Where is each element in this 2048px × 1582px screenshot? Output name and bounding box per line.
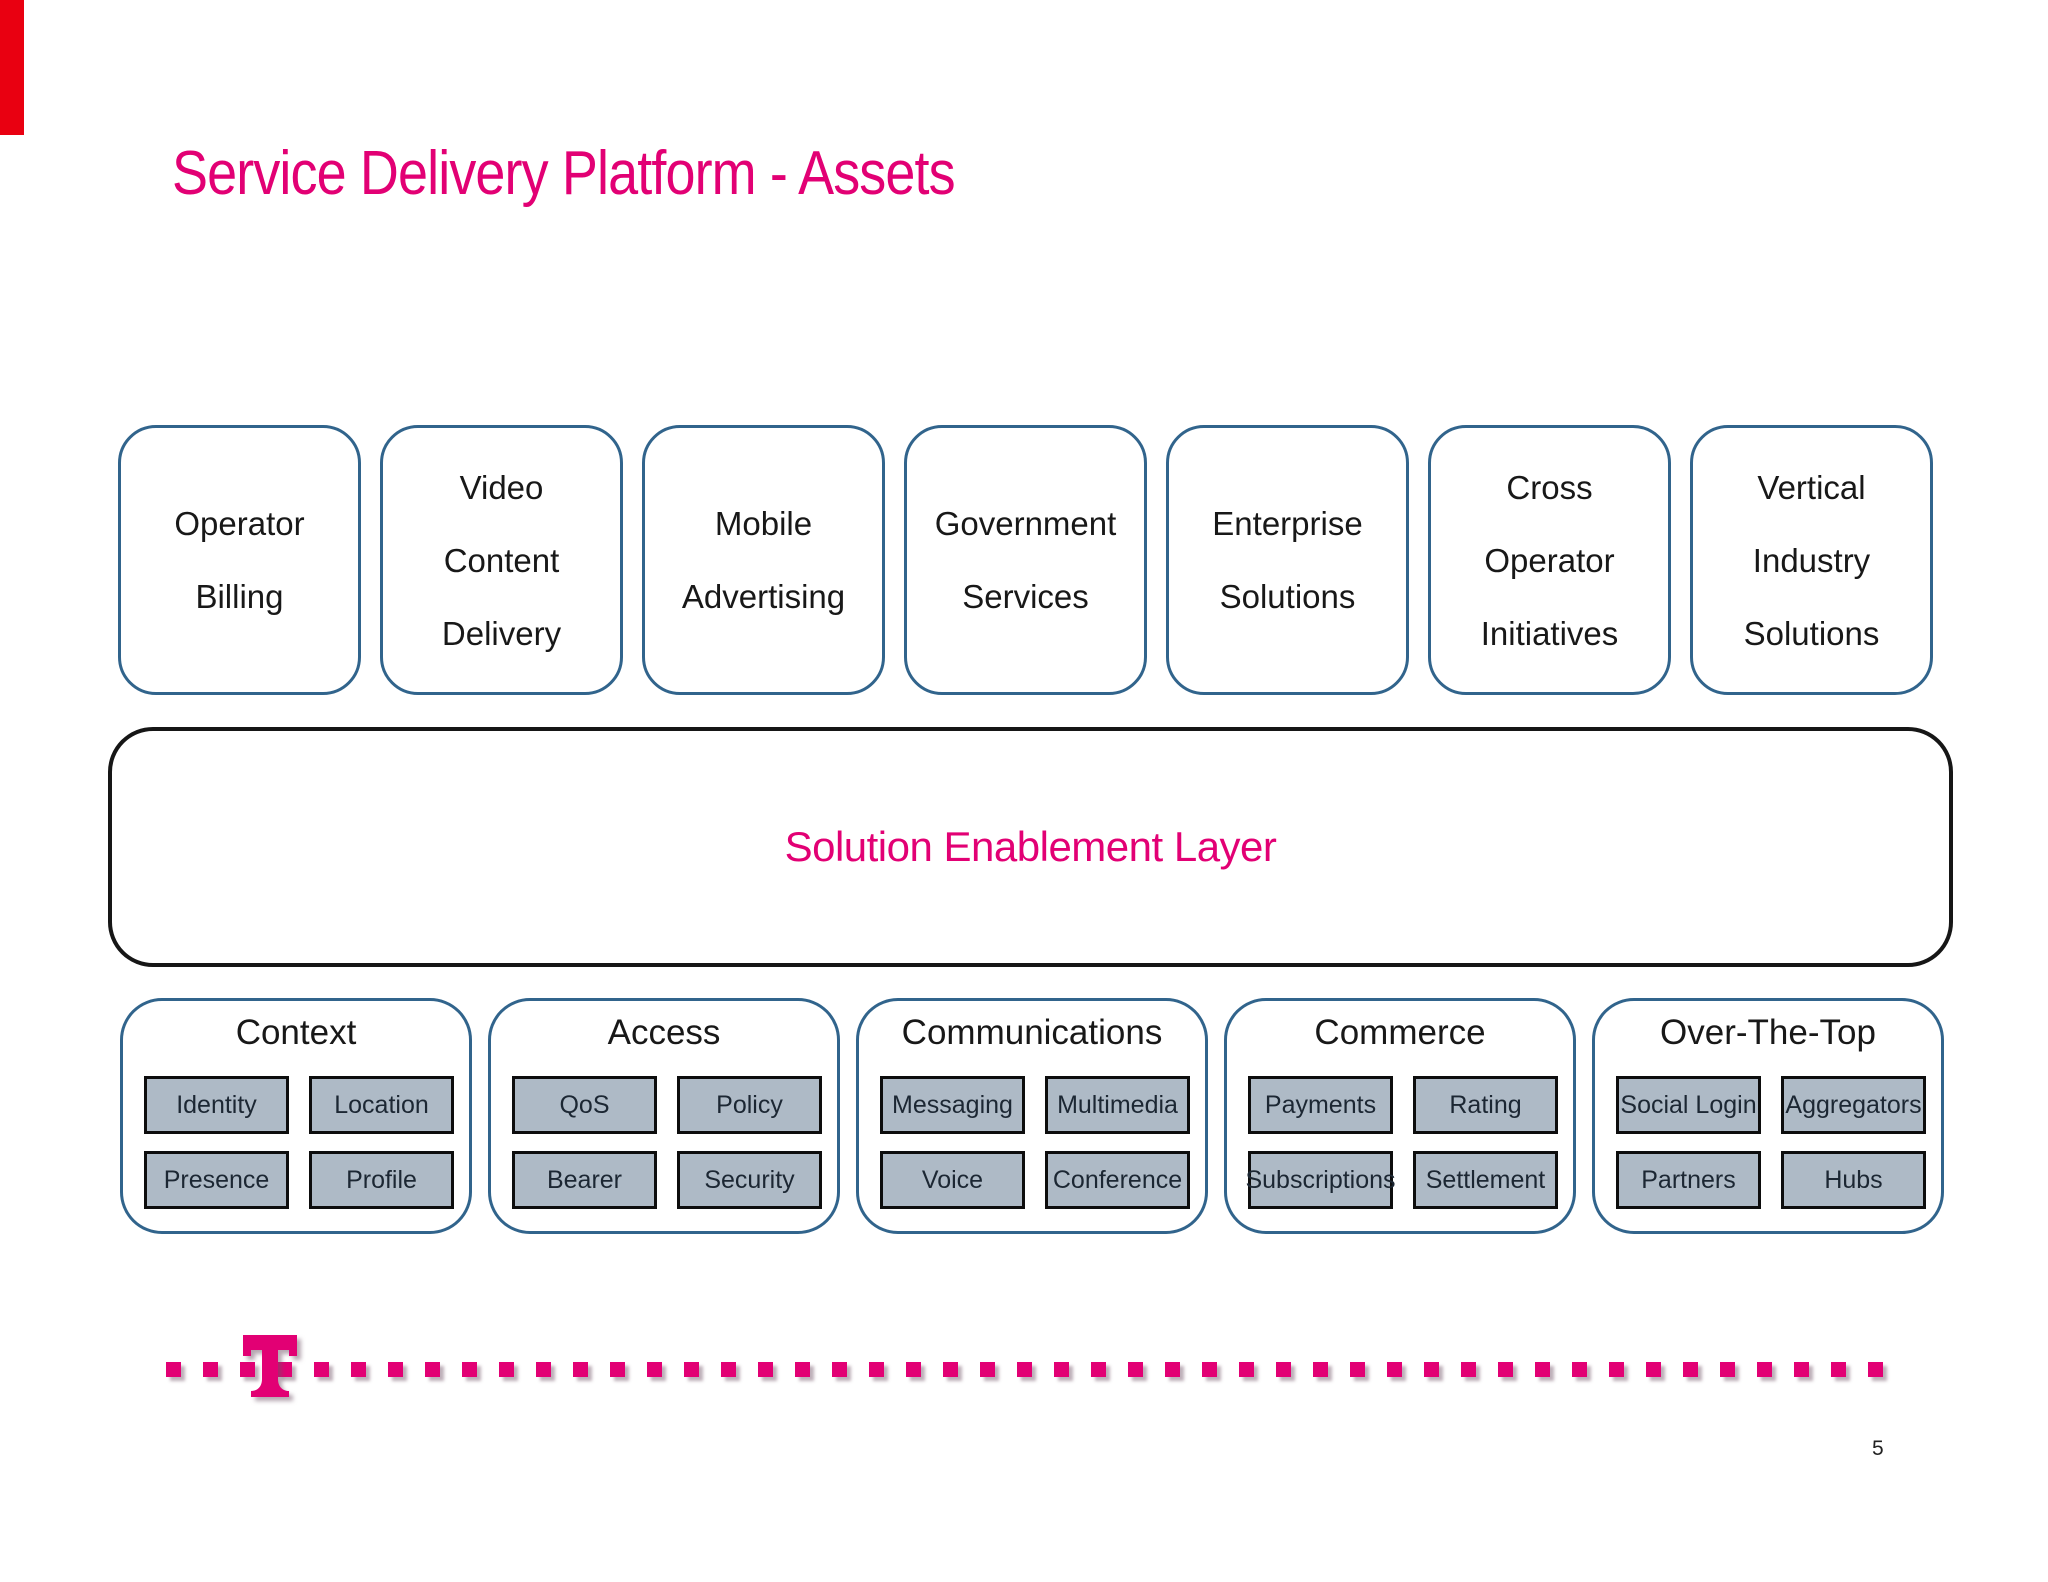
dot <box>1794 1362 1809 1377</box>
dot <box>647 1362 662 1377</box>
category-item-bearer: Bearer <box>512 1151 657 1209</box>
category-box-commerce: Commerce Payments Rating Subscriptions S… <box>1224 998 1576 1234</box>
dot <box>1350 1362 1365 1377</box>
slide-title: Service Delivery Platform - Assets <box>172 139 956 208</box>
dot <box>1165 1362 1180 1377</box>
dot <box>203 1362 218 1377</box>
red-accent-bar <box>0 0 24 135</box>
category-title-context: Context <box>235 1013 357 1052</box>
category-box-access: Access QoS Policy Bearer Security <box>488 998 840 1234</box>
dot <box>1461 1362 1476 1377</box>
asset-box-cross-operator-initiatives: Cross Operator Initiatives <box>1428 425 1671 695</box>
dot <box>388 1362 403 1377</box>
dot <box>573 1362 588 1377</box>
dot <box>980 1362 995 1377</box>
dot <box>795 1362 810 1377</box>
dot <box>1276 1362 1291 1377</box>
dot <box>1054 1362 1069 1377</box>
dot <box>1424 1362 1439 1377</box>
category-title-commerce: Commerce <box>1314 1013 1486 1052</box>
dot <box>1091 1362 1106 1377</box>
category-item-security: Security <box>677 1151 822 1209</box>
solution-enablement-layer-box: Solution Enablement Layer <box>108 727 1953 967</box>
dot <box>499 1362 514 1377</box>
dot <box>166 1362 181 1377</box>
dot <box>1683 1362 1698 1377</box>
page-number: 5 <box>1872 1437 1884 1460</box>
dot <box>1868 1362 1883 1377</box>
dot <box>1239 1362 1254 1377</box>
category-title-access: Access <box>607 1013 721 1052</box>
dot <box>943 1362 958 1377</box>
category-item-payments: Payments <box>1248 1076 1393 1134</box>
category-title-over-the-top: Over-The-Top <box>1660 1013 1876 1052</box>
dot <box>1128 1362 1143 1377</box>
category-item-location: Location <box>309 1076 454 1134</box>
dot <box>277 1362 292 1377</box>
category-item-conference: Conference <box>1045 1151 1190 1209</box>
category-box-context: Context Identity Location Presence Profi… <box>120 998 472 1234</box>
asset-box-government-services: Government Services <box>904 425 1147 695</box>
dot <box>536 1362 551 1377</box>
dot <box>1017 1362 1032 1377</box>
asset-box-video-content-delivery: Video Content Delivery <box>380 425 623 695</box>
category-item-qos: QoS <box>512 1076 657 1134</box>
category-item-messaging: Messaging <box>880 1076 1025 1134</box>
category-title-communications: Communications <box>901 1013 1163 1052</box>
dotted-separator <box>166 1362 1883 1377</box>
dot <box>684 1362 699 1377</box>
dot <box>1609 1362 1624 1377</box>
dot <box>1720 1362 1735 1377</box>
category-item-subscriptions: Subscriptions <box>1245 1151 1396 1209</box>
dot <box>906 1362 921 1377</box>
asset-box-mobile-advertising: Mobile Advertising <box>642 425 885 695</box>
category-item-settlement: Settlement <box>1413 1151 1558 1209</box>
category-item-policy: Policy <box>677 1076 822 1134</box>
dot <box>314 1362 329 1377</box>
dot <box>425 1362 440 1377</box>
dot <box>832 1362 847 1377</box>
dot <box>1498 1362 1513 1377</box>
category-box-over-the-top: Over-The-Top Social Login Aggregators Pa… <box>1592 998 1944 1234</box>
category-item-aggregators: Aggregators <box>1781 1076 1926 1134</box>
dot <box>351 1362 366 1377</box>
category-item-identity: Identity <box>144 1076 289 1134</box>
category-item-rating: Rating <box>1413 1076 1558 1134</box>
category-item-profile: Profile <box>309 1151 454 1209</box>
asset-box-enterprise-solutions: Enterprise Solutions <box>1166 425 1409 695</box>
category-item-social-login: Social Login <box>1616 1076 1761 1134</box>
category-item-partners: Partners <box>1616 1151 1761 1209</box>
category-item-hubs: Hubs <box>1781 1151 1926 1209</box>
asset-box-vertical-industry-solutions: Vertical Industry Solutions <box>1690 425 1933 695</box>
dot <box>1646 1362 1661 1377</box>
asset-box-operator-billing: Operator Billing <box>118 425 361 695</box>
category-item-presence: Presence <box>144 1151 289 1209</box>
dot <box>462 1362 477 1377</box>
dot <box>1313 1362 1328 1377</box>
dot <box>758 1362 773 1377</box>
dot <box>240 1362 255 1377</box>
dot <box>1572 1362 1587 1377</box>
category-box-communications: Communications Messaging Multimedia Voic… <box>856 998 1208 1234</box>
dot <box>1757 1362 1772 1377</box>
dot <box>1202 1362 1217 1377</box>
dot <box>1535 1362 1550 1377</box>
dot <box>869 1362 884 1377</box>
dot <box>610 1362 625 1377</box>
dot <box>1387 1362 1402 1377</box>
solution-enablement-layer-label: Solution Enablement Layer <box>784 823 1277 870</box>
category-item-voice: Voice <box>880 1151 1025 1209</box>
dot <box>721 1362 736 1377</box>
category-item-multimedia: Multimedia <box>1045 1076 1190 1134</box>
telekom-t-logo <box>243 1335 297 1397</box>
dot <box>1831 1362 1846 1377</box>
